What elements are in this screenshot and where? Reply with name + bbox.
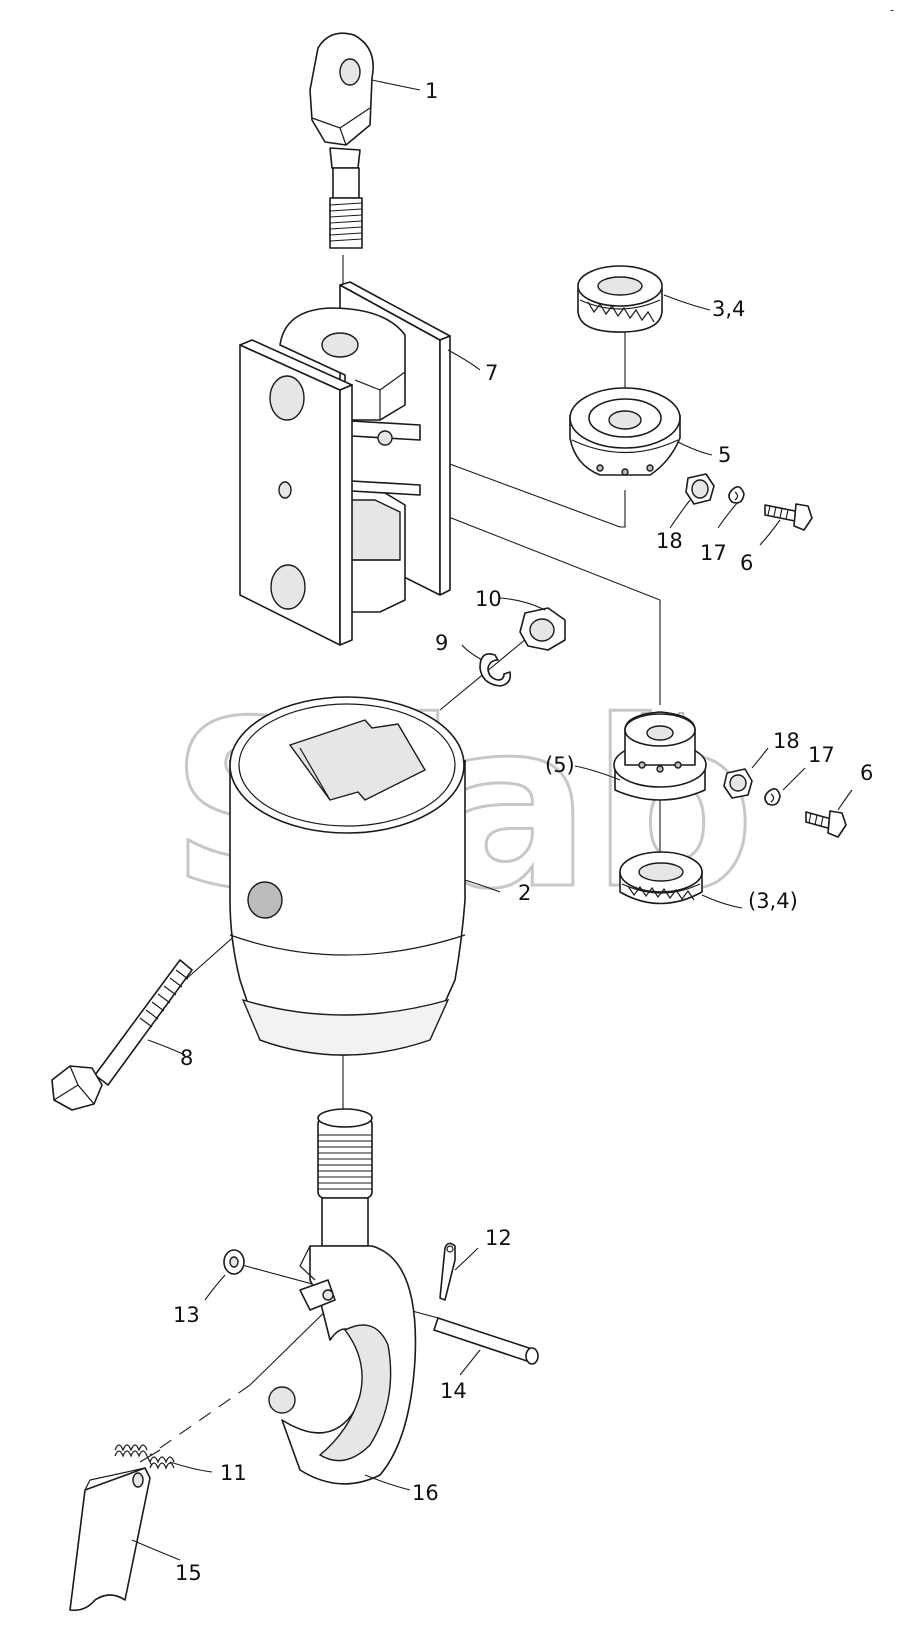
callout-17-lower: 17 [808,743,835,767]
callout-1: 1 [425,79,438,103]
callout-5: 5 [718,443,731,467]
part-12-cotter-pin [439,1242,456,1301]
corner-mark: - [890,3,894,17]
part-9-retaining-ring [479,653,512,687]
callout-17-top: 17 [700,541,727,565]
part-18-nut-top [685,473,715,505]
part-3-4-thrust-bearing-lower [619,851,703,905]
callout-7: 7 [485,361,498,385]
part-3-4-thrust-bearing-top [577,265,663,333]
callout-6-lower: 6 [860,761,873,785]
callout-10: 10 [475,587,502,611]
callout-6-top: 6 [740,551,753,575]
part-14-pin [433,1317,539,1365]
callout-9: 9 [435,631,448,655]
callout-12: 12 [485,1226,512,1250]
callout-8: 8 [180,1046,193,1070]
callout-2: 2 [518,881,531,905]
part-17-washer-lower [764,788,781,806]
part-13-washer [223,1249,245,1275]
part-10-nut [519,607,566,651]
part-5-bearing-housing-top [569,387,681,476]
callout-18-top: 18 [656,529,683,553]
callout-5-paren: (5) [545,753,575,777]
callout-3-4: 3,4 [712,297,745,321]
part-5-bearing-housing-lower [613,711,707,801]
callout-14: 14 [440,1379,467,1403]
callout-leaders [131,79,853,1561]
part-7-swivel-frame [239,281,451,646]
callout-3-4-paren: (3,4) [748,889,798,913]
callout-labels: 1 2 3,4 5 6 6 7 8 9 10 11 12 13 14 15 16… [173,79,873,1585]
callout-13: 13 [173,1303,200,1327]
callout-16: 16 [412,1481,439,1505]
part-17-washer-top [728,486,745,504]
part-15-latch [69,1467,151,1612]
part-8-long-bolt [51,959,193,1111]
part-11-spring [114,1444,175,1470]
callout-11: 11 [220,1461,247,1485]
callout-18-lower: 18 [773,729,800,753]
part-1-eye-bolt [309,32,374,249]
part-18-nut-lower [723,768,753,799]
part-16-hook [268,1108,417,1485]
part-6-bolt-top [764,503,813,531]
callout-15: 15 [175,1561,202,1585]
part-6-bolt-lower [805,810,847,838]
part-2-swivel-body [229,696,466,1056]
